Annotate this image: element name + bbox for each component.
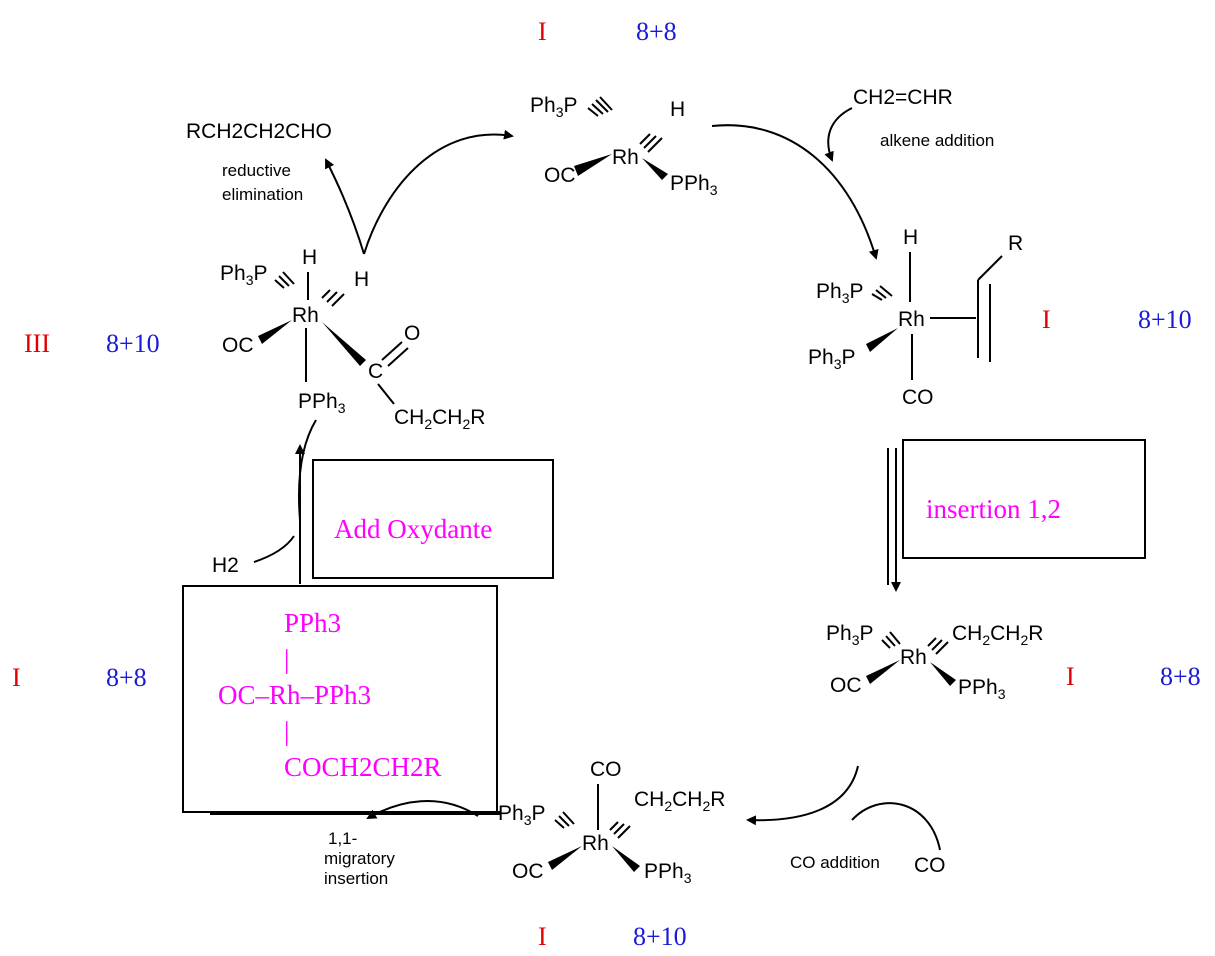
- svg-text:Rh: Rh: [900, 646, 927, 669]
- svg-text:H: H: [354, 268, 369, 291]
- svg-text:Ph3P: Ph3P: [816, 280, 864, 306]
- electron-count-left-2: 8+8: [106, 663, 147, 692]
- oxidation-state-right-2: I: [1066, 662, 1075, 691]
- complex-rh-alkyl: Ph3P Rh CH2CH2R OC PPh3: [826, 622, 1043, 702]
- svg-text:OC: OC: [512, 860, 544, 883]
- acyl-line-1: PPh3: [284, 608, 341, 638]
- svg-text:PPh3: PPh3: [644, 860, 692, 886]
- arrow-regenerate-catalyst: [363, 129, 514, 255]
- svg-text:PPh3: PPh3: [958, 676, 1006, 702]
- product-aldehyde: RCH2CH2CHO: [186, 120, 332, 143]
- svg-text:Rh: Rh: [898, 308, 925, 331]
- svg-text:H: H: [903, 226, 918, 249]
- complex-rh-hydride: Ph3P Rh H OC PPh3: [530, 94, 718, 198]
- svg-text:OC: OC: [830, 674, 862, 697]
- acyl-line-3: OC–Rh–PPh3: [218, 680, 371, 710]
- insertion-box: [902, 439, 1146, 559]
- svg-text:OC: OC: [222, 334, 254, 357]
- co-reagent: CO: [914, 854, 946, 877]
- arrow-reductive-elimination: [325, 158, 365, 255]
- svg-text:CH2CH2R: CH2CH2R: [952, 622, 1043, 648]
- oxidation-state-left-1: III: [24, 329, 50, 358]
- oxidation-state-right-1: I: [1042, 305, 1051, 334]
- svg-text:Rh: Rh: [292, 304, 319, 327]
- reductive-label-1: reductive: [222, 161, 291, 180]
- electron-count-left-1: 8+10: [106, 329, 160, 358]
- svg-text:CO: CO: [590, 758, 622, 781]
- svg-text:O: O: [404, 322, 420, 345]
- alkene-reagent: CH2=CHR: [853, 86, 953, 109]
- acyl-line-5: COCH2CH2R: [284, 752, 442, 782]
- acyl-bar-2: |: [284, 716, 289, 746]
- svg-text:PPh3: PPh3: [670, 172, 718, 198]
- svg-text:Ph3P: Ph3P: [498, 802, 546, 828]
- electron-count-right-2: 8+8: [1160, 662, 1201, 691]
- co-addition-label: CO addition: [790, 853, 880, 872]
- electron-count-top: 8+8: [636, 17, 677, 46]
- svg-text:H: H: [302, 246, 317, 269]
- h2-reagent: H2: [212, 554, 239, 577]
- complex-rh-alkene: H Ph3P Rh R Ph3P CO: [808, 226, 1023, 409]
- svg-text:PPh3: PPh3: [298, 390, 346, 416]
- alkene-addition-label: alkene addition: [880, 131, 994, 150]
- svg-text:CH2CH2R: CH2CH2R: [634, 788, 725, 814]
- oxidation-state-top: I: [538, 17, 547, 46]
- svg-text:H: H: [670, 98, 685, 121]
- svg-text:Ph3P: Ph3P: [220, 262, 268, 288]
- complex-rh-dicarbonyl-alkyl: CO Ph3P Rh CH2CH2R OC PPh3: [498, 758, 725, 886]
- migratory-label-1: 1,1-: [328, 829, 357, 848]
- svg-text:CO: CO: [902, 386, 934, 409]
- arrow-top-to-right: [711, 124, 879, 260]
- add-oxydante-label: Add Oxydante: [334, 514, 492, 544]
- insertion-label: insertion 1,2: [926, 494, 1061, 524]
- migratory-label-2: migratory: [324, 849, 395, 868]
- step-alkene-addition: CH2=CHR alkene addition: [824, 86, 994, 162]
- electron-count-bottom: 8+10: [633, 922, 687, 951]
- svg-text:OC: OC: [544, 164, 576, 187]
- svg-text:Ph3P: Ph3P: [530, 94, 578, 120]
- reductive-label-2: elimination: [222, 185, 303, 204]
- svg-text:Ph3P: Ph3P: [808, 346, 856, 372]
- svg-text:Rh: Rh: [582, 832, 609, 855]
- arrow-h2: [253, 535, 295, 563]
- arrow-migratory-insertion: [366, 800, 479, 819]
- complex-rh-dihydride-acyl: H Ph3P H Rh OC PPh3 C O CH2CH2R: [220, 246, 485, 432]
- svg-text:CH2CH2R: CH2CH2R: [394, 406, 485, 432]
- svg-text:R: R: [1008, 232, 1023, 255]
- acyl-bar-1: |: [284, 644, 289, 674]
- electron-count-right-1: 8+10: [1138, 305, 1192, 334]
- svg-text:C: C: [368, 360, 383, 383]
- arrow-co-addition: [746, 765, 859, 826]
- migratory-label-3: insertion: [324, 869, 388, 888]
- svg-text:Rh: Rh: [612, 146, 639, 169]
- oxidation-state-bottom: I: [538, 922, 547, 951]
- oxidation-state-left-2: I: [12, 663, 21, 692]
- svg-text:Ph3P: Ph3P: [826, 622, 874, 648]
- add-oxydante-box: [312, 459, 554, 579]
